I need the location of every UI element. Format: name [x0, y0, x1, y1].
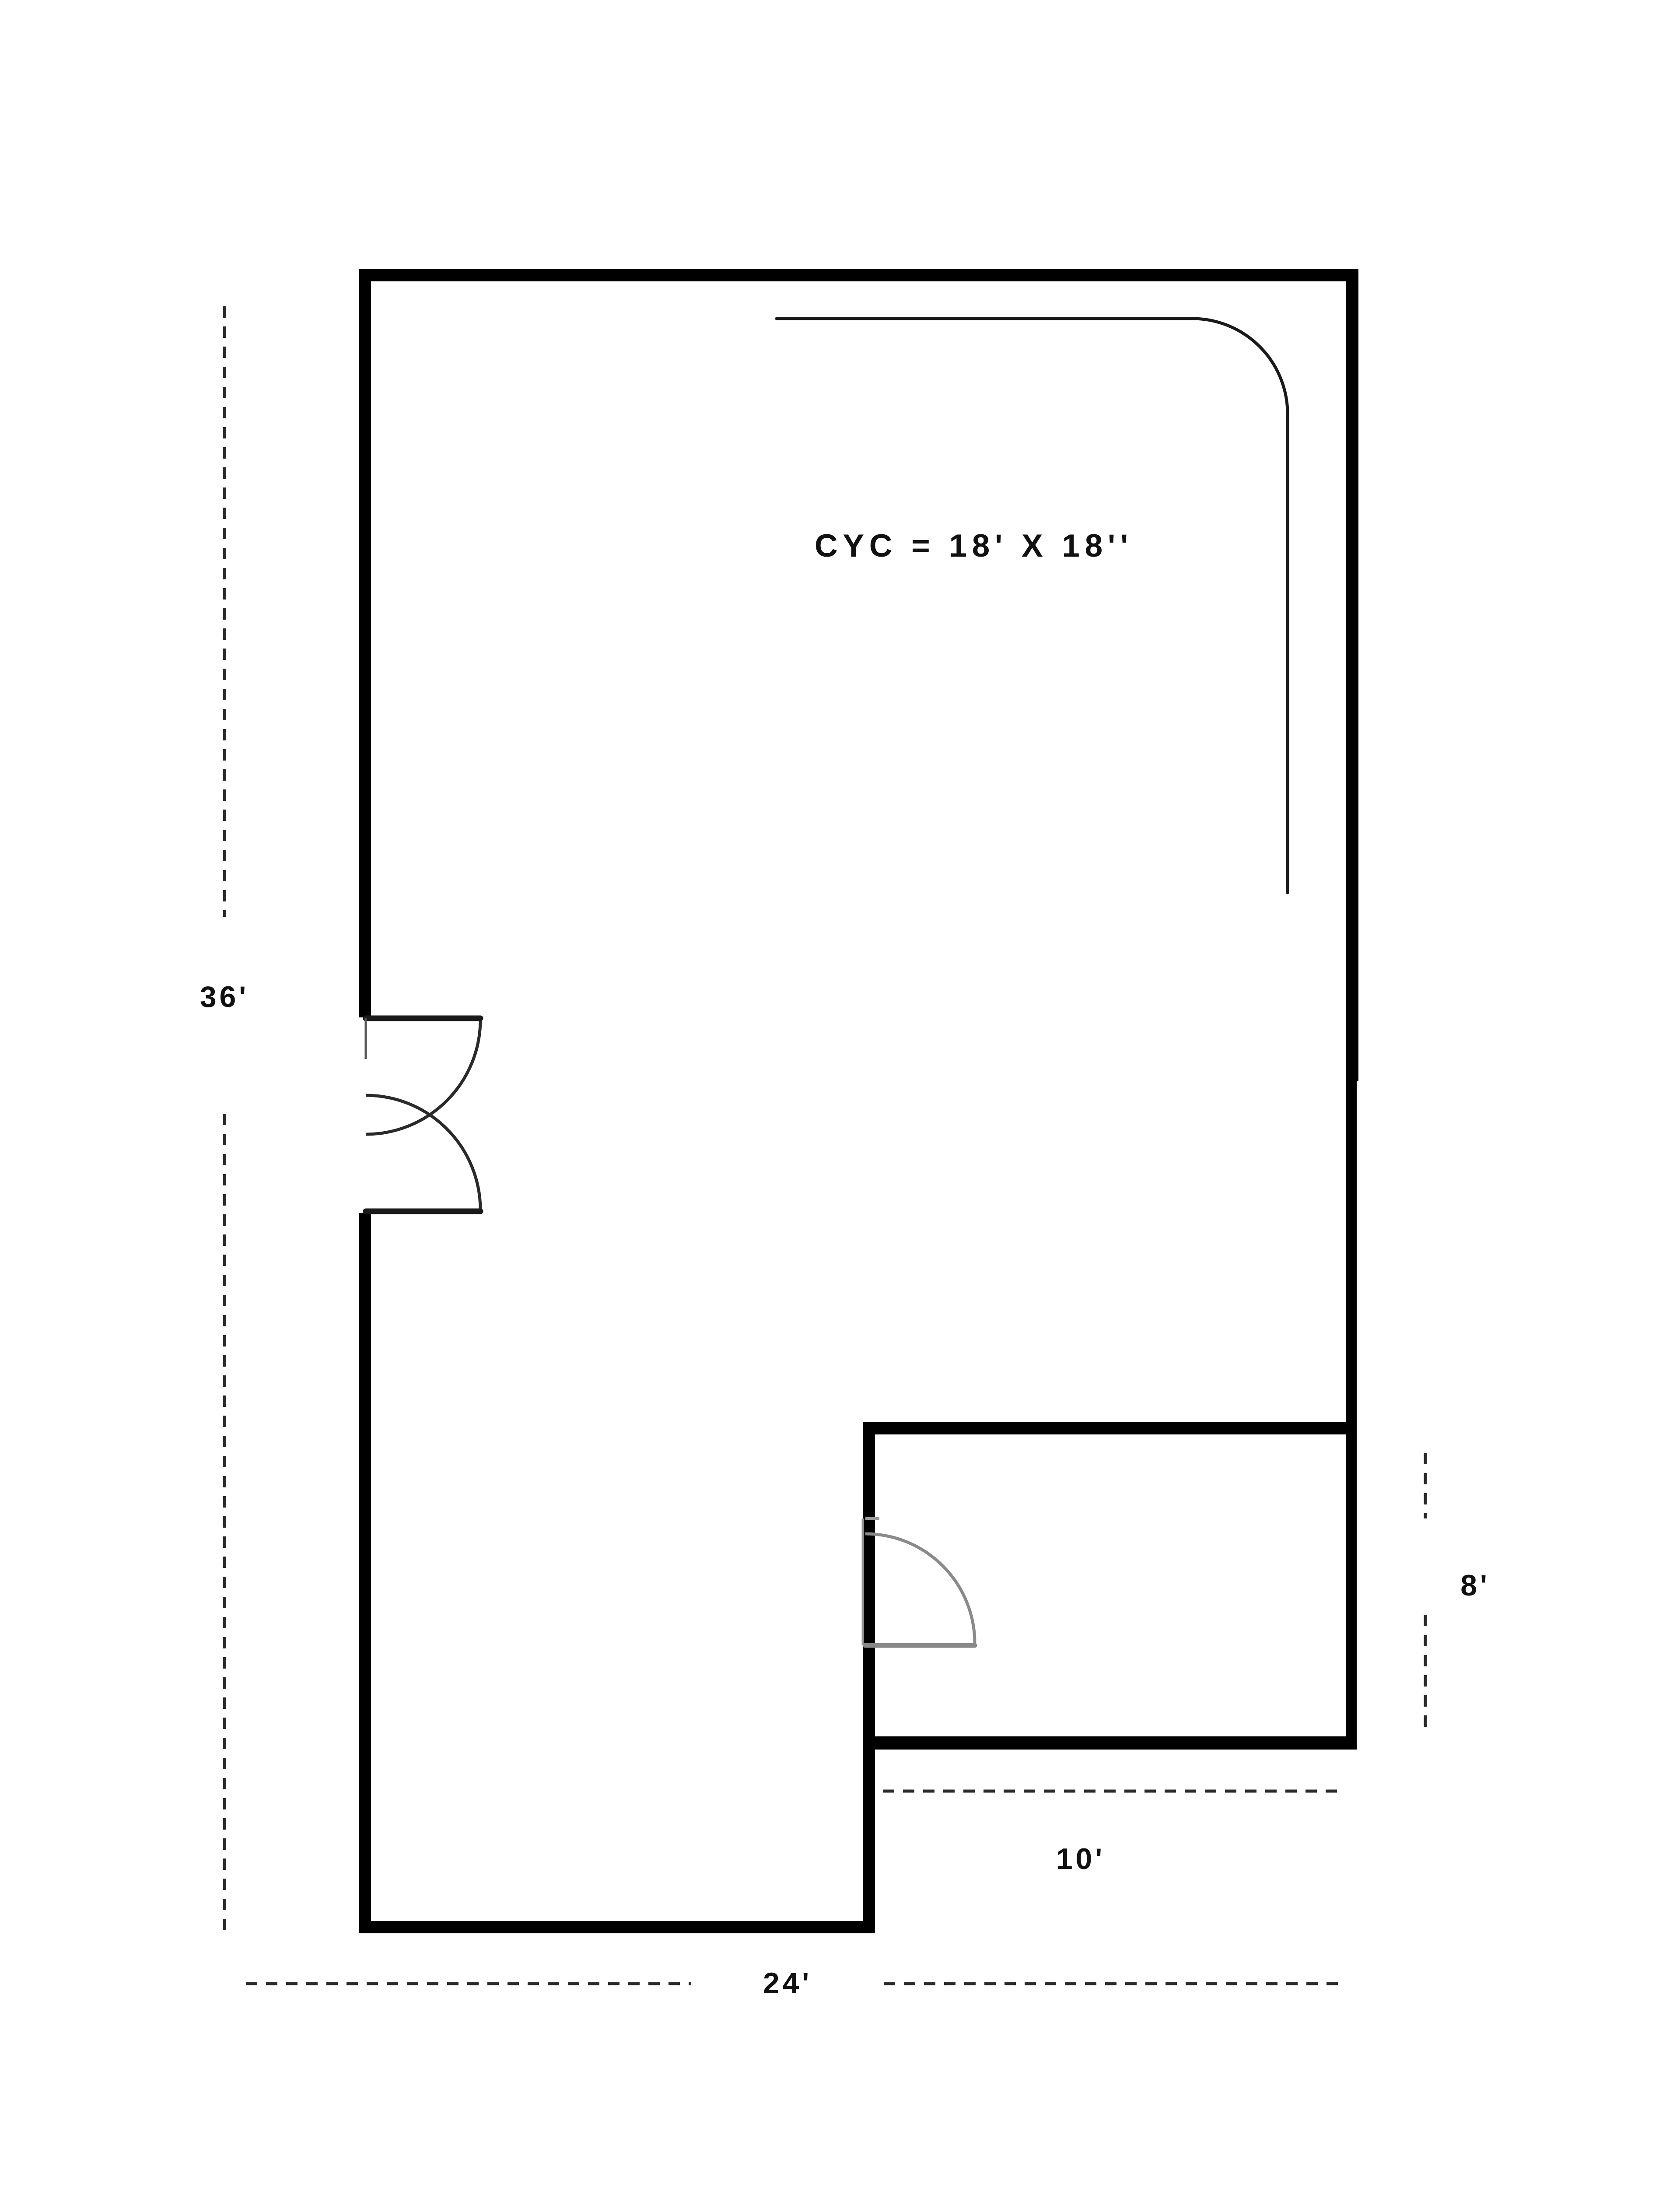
- side-room-door[interactable]: [861, 1517, 977, 1648]
- wall-left-lower: [359, 1213, 371, 1933]
- wall-top: [359, 269, 1358, 281]
- wall-right-upper: [1346, 269, 1358, 1081]
- dimension-label-room-height: 8': [1460, 1569, 1490, 1602]
- cyc-label: CYC = 18' X 18'': [815, 528, 1133, 564]
- double-door-left-upper-arc: [365, 1020, 482, 1136]
- dimension-label-bottom: 24': [763, 1967, 812, 2000]
- wall-group: [359, 269, 1358, 1933]
- wall-side-room-bottom: [863, 1736, 1357, 1750]
- wall-inner-vertical: [863, 1422, 875, 1933]
- double-door-left-lower-arc: [365, 1094, 482, 1209]
- dimension-lines: [223, 306, 1427, 1985]
- dimension-label-room-width: 10': [1056, 1842, 1105, 1876]
- side-room-door-arc: [865, 1532, 976, 1644]
- double-door-left[interactable]: [363, 1015, 483, 1214]
- wall-side-room-top: [863, 1422, 1357, 1434]
- wall-side-room-right: [1346, 1422, 1357, 1750]
- wall-left-upper: [359, 269, 371, 1017]
- cyclorama-curve: [775, 317, 1289, 894]
- wall-bottom: [359, 1921, 875, 1933]
- dimension-label-left: 36': [200, 980, 249, 1013]
- wall-right-lower: [1346, 1079, 1357, 1429]
